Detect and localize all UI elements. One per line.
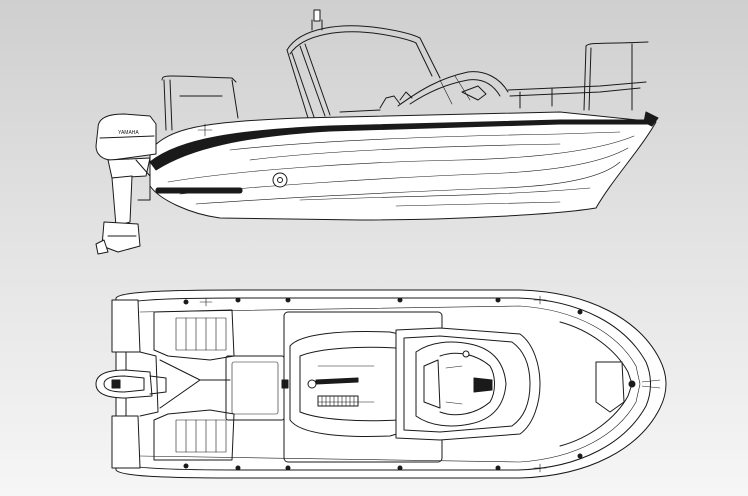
bow-deck (559, 321, 661, 447)
cockpit-details (339, 85, 487, 113)
gunwale-fittings (183, 295, 583, 473)
top-view (95, 289, 667, 479)
anchor-locker-hatch (595, 361, 625, 413)
hull-side (149, 111, 659, 221)
stern-seating (153, 309, 235, 461)
outboard-engine-plan (95, 369, 167, 399)
center-console (289, 331, 411, 437)
helm-windshield-plan (395, 327, 541, 441)
bow-rail (507, 41, 649, 111)
stern-rail (161, 75, 239, 131)
engine-brand-mark: YAMAHA (118, 130, 139, 136)
windshield (397, 71, 509, 107)
hardtop-frame (286, 9, 441, 119)
side-view: YAMAHA (95, 9, 659, 255)
swim-platform (111, 299, 159, 469)
outboard-engine-side: YAMAHA (95, 113, 157, 255)
